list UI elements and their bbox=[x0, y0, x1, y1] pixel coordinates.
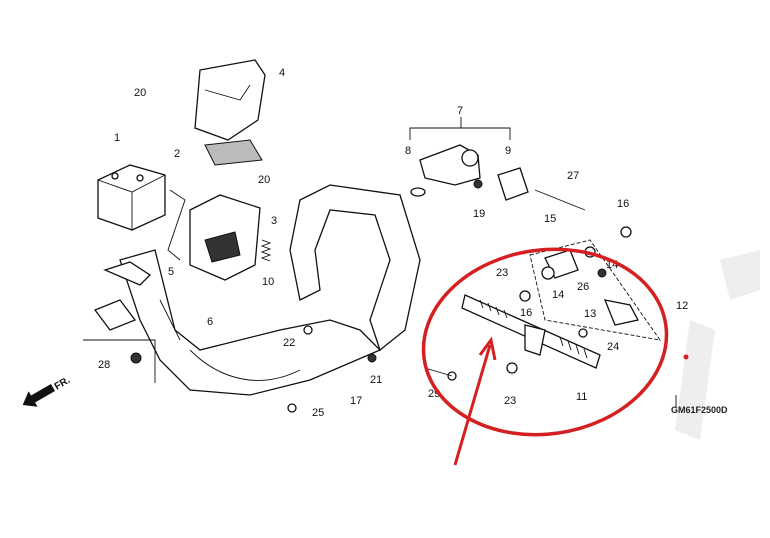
part-number-label: 20 bbox=[258, 174, 270, 186]
part-number-label: 3 bbox=[271, 215, 277, 227]
part-stand bbox=[461, 290, 601, 374]
red-dot bbox=[683, 354, 689, 360]
part-number-label: 2 bbox=[174, 148, 180, 160]
part-number-label: 16 bbox=[520, 307, 532, 319]
part-number-label: 17 bbox=[350, 395, 362, 407]
part-number-label: 19 bbox=[473, 208, 485, 220]
part-number-label: 27 bbox=[567, 170, 579, 182]
part-number-label: 8 bbox=[405, 145, 411, 157]
part-spring bbox=[260, 239, 272, 262]
part-pad bbox=[204, 139, 263, 166]
part-frame bbox=[93, 184, 421, 396]
part-number-label: 11 bbox=[576, 391, 587, 403]
part-number-label: 23 bbox=[496, 267, 508, 279]
part-number-label: 9 bbox=[505, 145, 511, 157]
part-number-label: 15 bbox=[544, 213, 556, 225]
front-label: FR. bbox=[53, 375, 73, 393]
part-number-label: 7 bbox=[457, 105, 463, 117]
part-number-label: 6 bbox=[207, 316, 213, 328]
part-number-label: 22 bbox=[283, 337, 295, 349]
part-number-label: 23 bbox=[504, 395, 516, 407]
part-battery bbox=[97, 164, 166, 231]
part-number-label: 28 bbox=[98, 359, 110, 371]
watermark bbox=[675, 250, 760, 440]
part-number-label: 25 bbox=[312, 407, 324, 419]
part-number-label: 1 bbox=[114, 132, 120, 144]
highlight-arrow bbox=[453, 336, 497, 466]
part-number-label: 4 bbox=[279, 67, 285, 79]
part-cover bbox=[194, 59, 266, 141]
highlight-circle bbox=[421, 247, 669, 437]
front-arrow-icon bbox=[22, 384, 55, 407]
part-number-label: 20 bbox=[134, 87, 146, 99]
part-mount-bracket bbox=[409, 117, 529, 201]
part-number-label: 26 bbox=[577, 281, 589, 293]
part-number-label: 24 bbox=[607, 341, 619, 353]
part-battery-tray bbox=[189, 194, 261, 281]
part-number-label: 16 bbox=[617, 198, 629, 210]
part-number-label: 21 bbox=[370, 374, 382, 386]
front-direction-indicator: FR. bbox=[22, 375, 73, 407]
diagram-code: GM61F2500D bbox=[671, 405, 728, 415]
part-number-label: 10 bbox=[262, 276, 274, 288]
part-number-label: 13 bbox=[584, 308, 596, 320]
part-bracket bbox=[167, 189, 186, 261]
part-washer bbox=[620, 226, 632, 238]
part-number-label: 5 bbox=[168, 266, 174, 278]
part-bolt bbox=[534, 189, 586, 211]
part-number-label: 14 bbox=[552, 289, 564, 301]
part-number-label: 12 bbox=[676, 300, 688, 312]
part-link-assembly bbox=[529, 239, 661, 341]
